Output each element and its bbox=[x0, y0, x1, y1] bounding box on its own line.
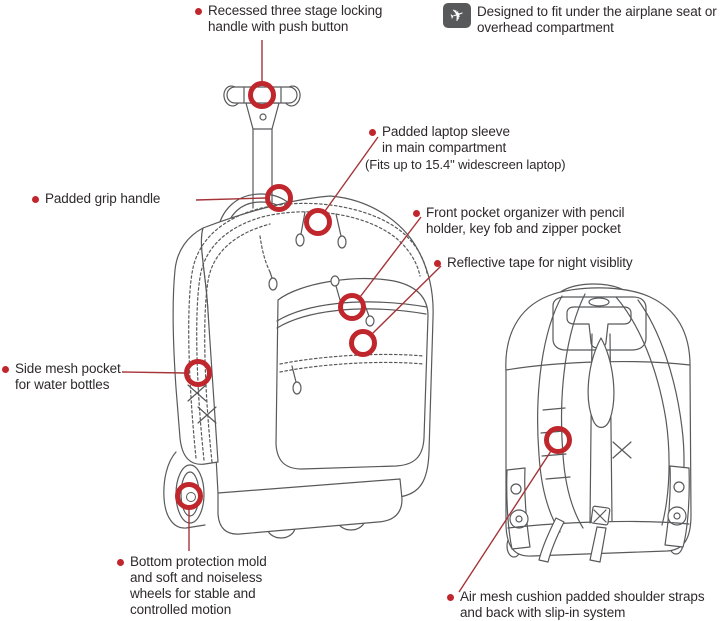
bullet-icon bbox=[434, 260, 441, 267]
marker-bottom-wheels bbox=[175, 482, 203, 510]
upper-front-zipper bbox=[259, 235, 278, 291]
annotation-recessed-handle: Recessed three stage locking handle with… bbox=[195, 3, 382, 35]
strap-buckle bbox=[538, 505, 611, 563]
leader-air-mesh bbox=[458, 450, 552, 593]
annotation-bottom-wheels: Bottom protection mold and soft and nois… bbox=[117, 554, 267, 618]
annotation-airplane-fit: Designed to fit under the airplane seat … bbox=[477, 4, 717, 36]
bullet-icon bbox=[32, 196, 39, 203]
rear-wheel-housings bbox=[506, 465, 690, 550]
recessed-handle-well bbox=[552, 296, 647, 351]
leader-reflective-tape bbox=[371, 265, 442, 335]
front-backpack-figure bbox=[163, 85, 434, 539]
marker-air-mesh bbox=[544, 426, 572, 454]
annotation-line: Padded grip handle bbox=[45, 191, 161, 206]
left-shoulder-strap bbox=[537, 293, 586, 533]
wheel-hub-dot bbox=[186, 492, 196, 502]
leader-lines bbox=[121, 40, 552, 593]
leader-side-mesh bbox=[121, 371, 186, 374]
leader-laptop-sleeve bbox=[324, 136, 379, 212]
trolley-pole bbox=[245, 102, 280, 209]
annotation-side-mesh: Side mesh pocket for water bottles bbox=[2, 361, 121, 393]
annotation-line: holder, key fob and zipper pocket bbox=[426, 221, 621, 236]
annotation-laptop-note: (Fits up to 15.4" widescreen laptop) bbox=[365, 157, 566, 172]
annotation-line: Designed to fit under the airplane seat … bbox=[477, 4, 717, 19]
annotation-line: in main compartment bbox=[382, 140, 507, 155]
back-panel bbox=[587, 333, 615, 524]
bullet-icon bbox=[117, 559, 124, 566]
annotation-laptop-sleeve: Padded laptop sleeve in main compartment bbox=[369, 124, 510, 156]
marker-reflective-tape bbox=[349, 329, 377, 357]
annotation-reflective-tape: Reflective tape for night visiblity bbox=[434, 255, 633, 271]
front-pocket bbox=[275, 275, 429, 470]
zipper-pulls-top bbox=[295, 211, 347, 249]
marker-laptop-sleeve bbox=[304, 208, 332, 236]
annotation-line: Reflective tape for night visiblity bbox=[447, 255, 633, 270]
feature-markers bbox=[175, 81, 572, 510]
annotation-line: Front pocket organizer with pencil bbox=[426, 205, 625, 220]
marker-side-mesh bbox=[184, 359, 212, 387]
annotation-line: and back with slip-in system bbox=[460, 605, 626, 620]
annotation-line: Side mesh pocket bbox=[15, 361, 121, 376]
mesh-marks-front bbox=[187, 384, 217, 424]
annotation-air-mesh: Air mesh cushion padded shoulder straps … bbox=[447, 589, 705, 621]
airplane-badge: ✈ bbox=[443, 3, 471, 28]
annotation-line: and soft and noiseless bbox=[130, 570, 263, 585]
annotation-line: handle with push button bbox=[208, 19, 349, 34]
bullet-icon bbox=[2, 366, 9, 373]
marker-grip-handle bbox=[265, 184, 293, 212]
annotation-grip-handle: Padded grip handle bbox=[32, 191, 160, 207]
annotation-line: Air mesh cushion padded shoulder straps bbox=[460, 589, 705, 604]
bullet-icon bbox=[447, 594, 454, 601]
mesh-marks-rear bbox=[612, 441, 632, 459]
annotation-line: overhead compartment bbox=[477, 20, 614, 35]
marker-front-pocket bbox=[338, 293, 366, 321]
bullet-icon bbox=[195, 8, 202, 15]
rear-backpack-figure bbox=[505, 283, 692, 563]
annotation-front-pocket: Front pocket organizer with pencil holde… bbox=[413, 205, 625, 237]
leader-grip-handle bbox=[195, 197, 267, 201]
push-button-icon bbox=[259, 113, 267, 121]
annotation-line: Padded laptop sleeve bbox=[382, 124, 510, 139]
bullet-icon bbox=[413, 210, 420, 217]
annotation-line: controlled motion bbox=[130, 602, 232, 617]
annotation-line: wheels for stable and bbox=[130, 586, 256, 601]
annotation-line: for water bottles bbox=[15, 377, 110, 392]
main-zipper-lines bbox=[188, 202, 428, 463]
leader-front-pocket bbox=[359, 216, 422, 298]
trolley-t-handle bbox=[223, 85, 301, 107]
bottom-base-mold bbox=[217, 478, 403, 535]
airplane-icon: ✈ bbox=[447, 4, 467, 27]
annotation-line: Recessed three stage locking bbox=[208, 3, 383, 18]
marker-recessed-handle bbox=[248, 81, 276, 109]
annotation-line: Bottom protection mold bbox=[130, 554, 267, 569]
bullet-icon bbox=[369, 129, 376, 136]
